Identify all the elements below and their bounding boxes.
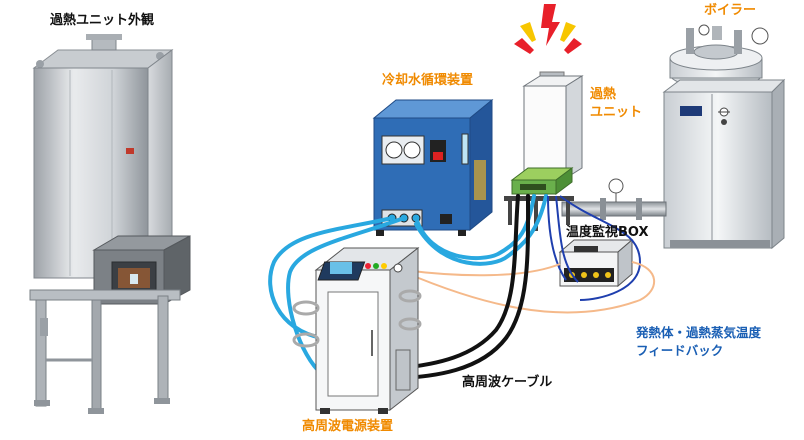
boiler-label: ボイラー [704,3,757,18]
temperature-box-label: 温度監視BOX [566,225,649,240]
boiler [662,24,786,250]
cooling-unit-label: 冷却水循環装置 [382,73,474,88]
heat-spark-icon [514,4,582,54]
power-supply-label: 高周波電源装置 [302,419,394,434]
hf-cable-label: 高周波ケーブル [462,375,553,390]
photo-caption: 過熱ユニット外観 [50,13,155,28]
steam-pipe [561,178,667,220]
power-supply [292,246,422,414]
sensor-wires [403,195,656,314]
superheat-unit-label-line2: ユニット [590,105,643,120]
cooling-unit [372,98,494,236]
feedback-label-line1: 発熱体・過熱蒸気温度 [636,325,762,340]
feedback-label-line2: フィードバック [636,343,724,358]
hf-cables [402,194,531,380]
superheat-unit [504,71,584,231]
unit-photo [29,34,191,414]
temperature-box [558,238,634,288]
superheat-unit-label-line1: 過熱 [590,87,617,102]
